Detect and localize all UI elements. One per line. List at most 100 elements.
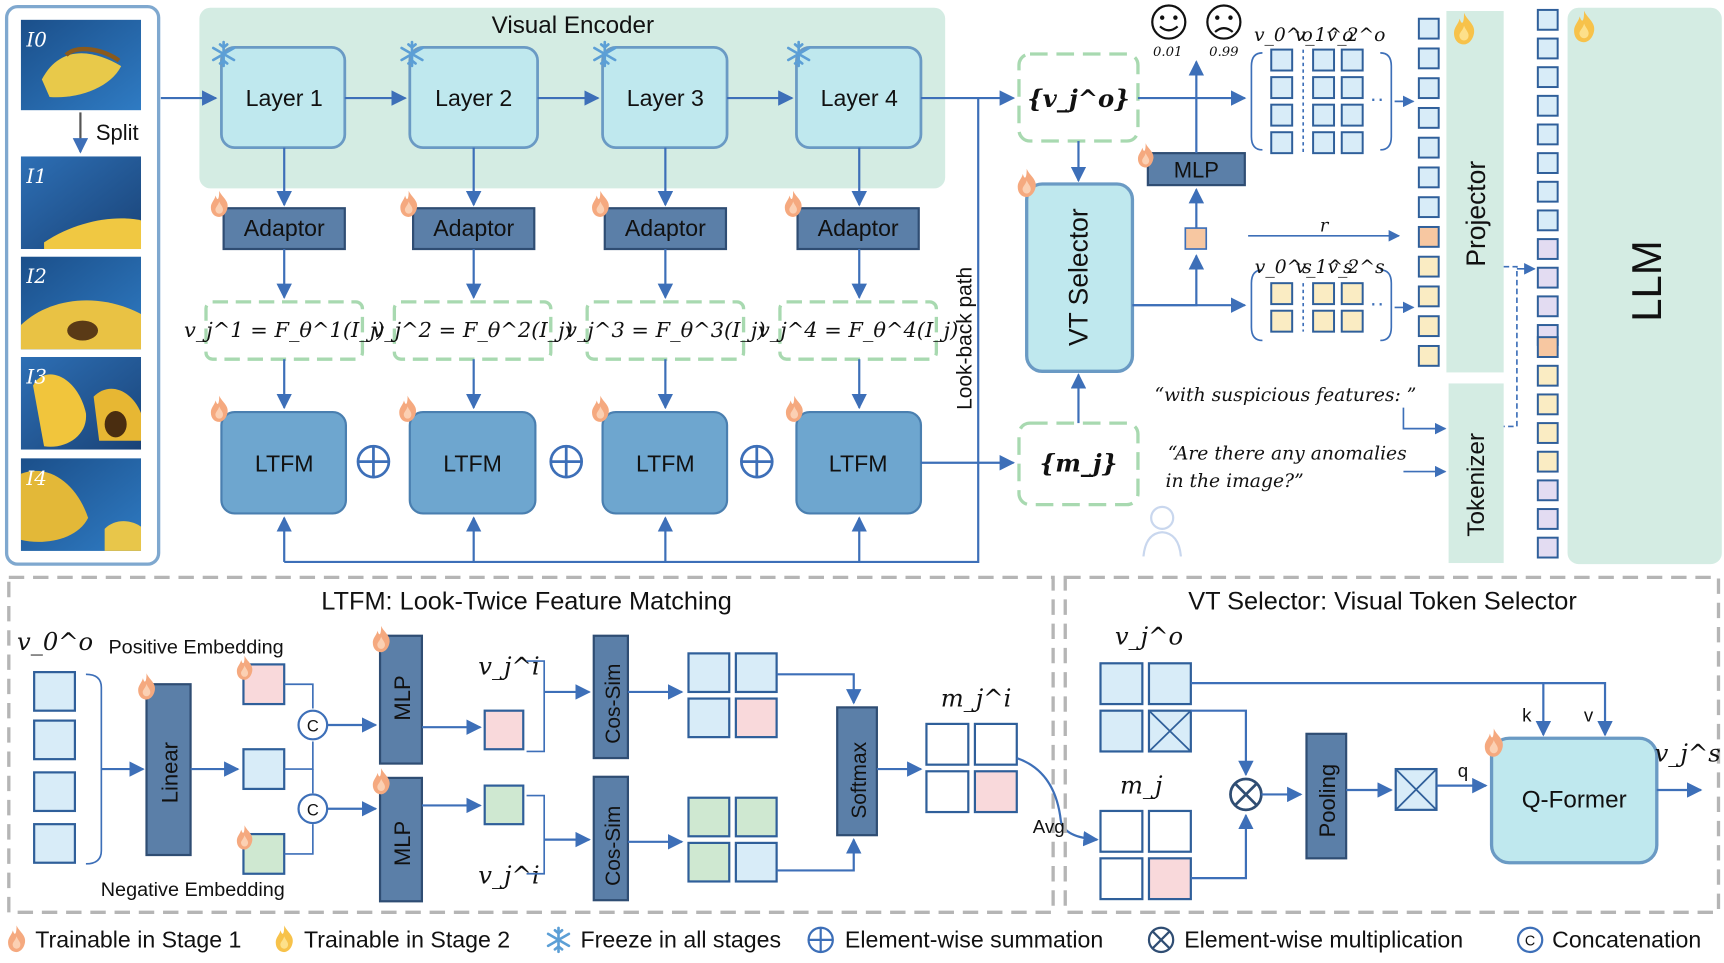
encoder-layer-4: Layer 4	[786, 40, 923, 150]
score-happy: 0.01	[1153, 45, 1182, 60]
legend-stage1: Trainable in Stage 1	[35, 927, 241, 953]
v2s-label: v_2^s	[1327, 257, 1384, 278]
legend-stage2: Trainable in Stage 2	[304, 927, 510, 953]
ltfm-panel: LTFM: Look-Twice Feature Matching v_0^o …	[7, 575, 1099, 914]
image-i2	[20, 256, 142, 350]
k-label: k	[1522, 705, 1532, 726]
adaptor-box	[411, 207, 536, 251]
cossim-negative-box	[592, 775, 630, 902]
layer-3-label: Layer 3	[627, 85, 704, 111]
sum-icon	[807, 926, 834, 954]
projector-column: Projector Tokenizer	[1417, 11, 1536, 564]
mlp-negative-label: MLP	[390, 821, 415, 866]
image-i4	[20, 458, 142, 551]
legend-freeze: Freeze in all stages	[581, 927, 781, 953]
ellipsis-icon: ··	[1370, 291, 1385, 316]
vjs-label: v_j^s	[1655, 739, 1721, 767]
visual-encoder: Visual Encoder Layer 1 Layer 2 Layer 3 L…	[160, 7, 946, 189]
score-token	[1184, 227, 1208, 250]
flame-stage1-icon	[592, 190, 609, 217]
prompt-suspicious-features: “with suspicious features: ”	[1154, 385, 1416, 406]
image-label-i4: I4	[25, 467, 46, 490]
flame-stage1-icon	[210, 190, 228, 217]
linear-label: Linear	[157, 742, 182, 803]
masked-cell-icon	[1148, 710, 1192, 753]
vt-selector-label: VT Selector	[1063, 208, 1093, 346]
pooled-token-icon	[1394, 767, 1438, 811]
ltfm-label: LTFM	[255, 451, 314, 477]
encoder-layer-1: Layer 1	[211, 40, 347, 150]
encoder-layer-3: Layer 3	[593, 40, 729, 150]
adaptor-label: Adaptor	[244, 215, 325, 241]
prompt-question-line-2: in the image?”	[1165, 471, 1303, 492]
mlp-label: MLP	[1174, 157, 1219, 182]
ltfm-label: LTFM	[636, 451, 695, 477]
image-label-i2: I2	[25, 265, 46, 288]
vt-selector-panel: VT Selector: Visual Token Selector v_j^o…	[1063, 575, 1721, 914]
vji-bottom-label: v_j^i	[478, 862, 539, 890]
flame-stage1-icon	[784, 190, 802, 217]
projector-box	[1446, 11, 1504, 373]
cossim-negative-label: Cos-Sim	[602, 806, 625, 886]
lookback-path-label: Look-back path	[954, 267, 977, 410]
sum-icon	[739, 444, 774, 479]
flame-stage1-icon	[785, 395, 803, 422]
ltfm-panel-title: LTFM: Look-Twice Feature Matching	[321, 587, 732, 615]
vji-top-label: v_j^i	[478, 652, 539, 680]
pooling-label: Pooling	[1315, 764, 1340, 837]
ltfm-row: LTFM LTFM LTFM LTFM Look-back path	[210, 90, 1016, 564]
tokenizer-box	[1448, 383, 1504, 564]
mlp-positive-box	[378, 634, 424, 765]
cossim-positive-box	[592, 634, 630, 760]
adaptor-label: Adaptor	[433, 215, 514, 241]
image-i1	[20, 156, 142, 250]
flame-stage2-icon	[275, 925, 293, 953]
adaptor-label: Adaptor	[625, 215, 706, 241]
image-i3	[20, 356, 142, 450]
prompt-question-line-1: “Are there any anomalies	[1168, 443, 1407, 464]
adaptor-column-3: Adaptor v_j^3 = F_θ^3(I_j)	[565, 147, 766, 361]
concat-icon: C	[297, 709, 329, 741]
image-i0	[20, 19, 142, 111]
flame-stage1-icon	[1484, 728, 1503, 757]
mj-set-label: {m_j}	[1040, 449, 1118, 478]
pooling-box	[1305, 732, 1348, 860]
ltfm-block-1	[220, 410, 348, 515]
concat-icon: C	[1516, 926, 1544, 954]
cossim-positive-label: Cos-Sim	[602, 664, 625, 744]
v1s-label: v_1^s	[1296, 257, 1353, 278]
adaptor-column-4: Adaptor v_j^4 = F_θ^4(I_j)	[758, 147, 958, 361]
multiply-icon	[1147, 926, 1175, 954]
feature-formula-1: v_j^1 = F_θ^1(I_j)	[184, 318, 384, 342]
user-icon	[1142, 505, 1183, 557]
v-label: v	[1584, 705, 1594, 726]
ltfm-label: LTFM	[829, 451, 888, 477]
ltfm-block-2	[408, 410, 537, 515]
vjo-set-label: {v_j^o}	[1027, 84, 1130, 113]
llm-label: LLM	[1623, 240, 1670, 321]
v1o-label: v_1^o	[1295, 25, 1354, 46]
input-images-panel: I0 I1 I2 I3 I4 Split	[4, 4, 161, 566]
legend-concat: Concatenation	[1552, 927, 1701, 953]
layer-4-label: Layer 4	[821, 85, 898, 111]
v0o-label: v_0^o	[1254, 25, 1313, 46]
legend-sum: Element-wise summation	[845, 927, 1103, 953]
text-prompts: “with suspicious features: ” “Are there …	[1142, 385, 1447, 557]
flame-stage1-icon	[236, 825, 253, 850]
flame-stage1-icon	[399, 395, 417, 422]
svg-text:C: C	[307, 717, 319, 736]
flame-stage1-icon	[400, 190, 418, 217]
image-label-i1: I1	[25, 165, 46, 188]
llm-column: LLM	[1536, 7, 1722, 565]
mji-label: m_j^i	[941, 684, 1012, 712]
layer-2-label: Layer 2	[435, 85, 512, 111]
linear-box	[145, 683, 192, 857]
image-label-i3: I3	[25, 365, 46, 388]
flame-stage1-icon	[8, 925, 26, 953]
legend: Trainable in Stage 1 Trainable in Stage …	[8, 925, 1701, 954]
sad-face-icon	[1206, 4, 1242, 40]
snowflake-icon	[546, 926, 571, 954]
llm-box	[1567, 7, 1722, 565]
ltfm-block-3	[601, 410, 729, 515]
